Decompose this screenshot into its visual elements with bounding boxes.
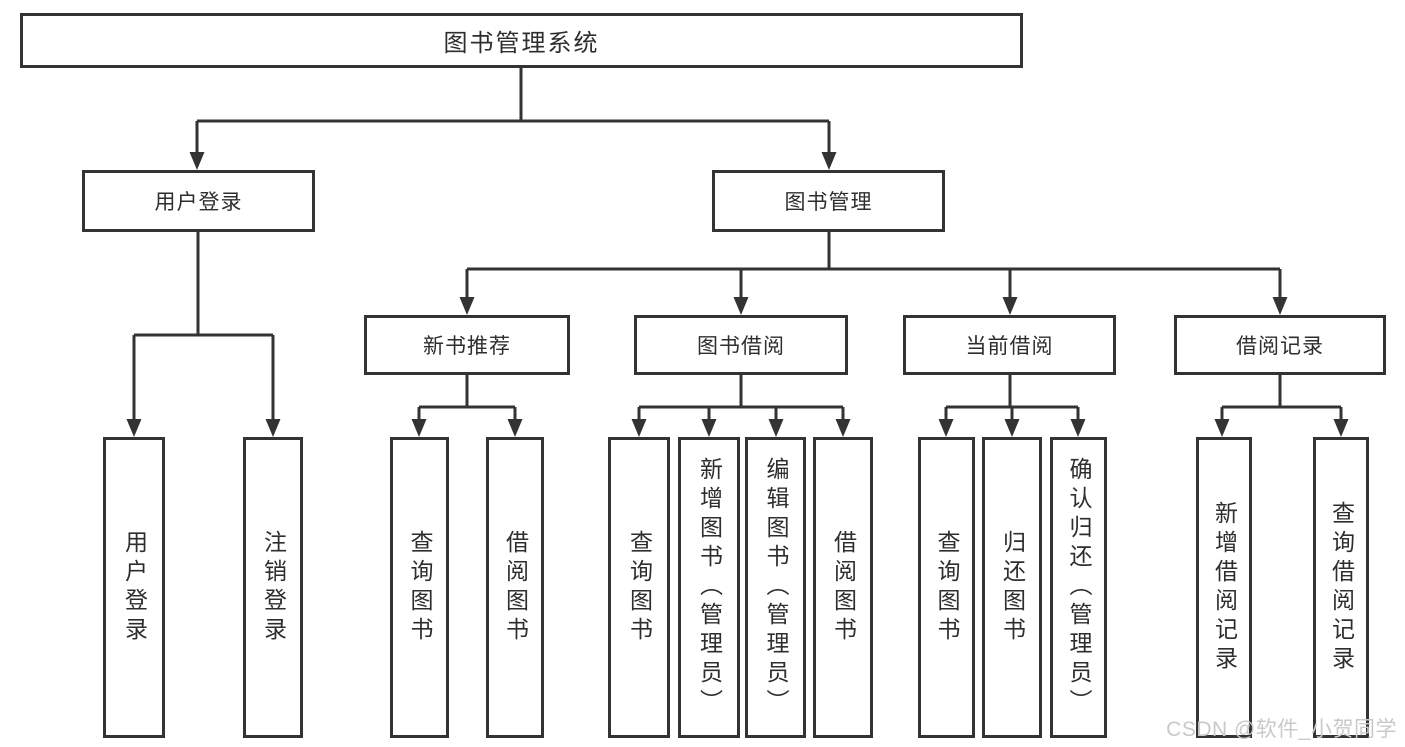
node-borrow-records: 借阅记录 (1174, 315, 1386, 375)
node-current-borrow-label: 当前借阅 (965, 335, 1054, 358)
leaf-record-add: 新增借阅记录 (1196, 437, 1252, 738)
node-new-book-recommend-label: 新书推荐 (423, 335, 511, 358)
node-book-borrow: 图书借阅 (634, 315, 848, 375)
leaf-record-query-label: 查询借阅记录 (1328, 500, 1355, 675)
leaf-borrow-book-label: 借阅图书 (830, 529, 857, 646)
node-book-borrow-label: 图书借阅 (697, 335, 785, 358)
leaf-borrow-query-label: 查询图书 (626, 529, 653, 646)
leaf-newbook-borrow-label: 借阅图书 (502, 529, 529, 646)
leaf-logout-label: 注销登录 (260, 529, 287, 646)
node-book-management: 图书管理 (712, 170, 945, 232)
leaf-confirm-return-admin: 确认归还（管理员） (1050, 437, 1107, 738)
leaf-logout: 注销登录 (243, 437, 303, 738)
leaf-borrow-edit-admin: 编辑图书（管理员） (745, 437, 806, 738)
node-root: 图书管理系统 (20, 13, 1023, 68)
leaf-current-query: 查询图书 (918, 437, 975, 738)
leaf-borrow-edit-admin-label: 编辑图书（管理员） (763, 457, 789, 718)
leaf-user-login: 用户登录 (103, 437, 165, 738)
leaf-newbook-query: 查询图书 (390, 437, 449, 738)
leaf-newbook-borrow: 借阅图书 (486, 437, 544, 738)
node-user-login-label: 用户登录 (154, 191, 243, 214)
leaf-newbook-query-label: 查询图书 (407, 529, 433, 646)
node-root-label: 图书管理系统 (443, 30, 600, 57)
leaf-borrow-query: 查询图书 (608, 437, 670, 738)
leaf-borrow-add-admin: 新增图书（管理员） (678, 437, 740, 738)
leaf-current-query-label: 查询图书 (934, 529, 960, 646)
arrowheads (126, 152, 1349, 437)
leaf-borrow-book: 借阅图书 (813, 437, 873, 738)
node-new-book-recommend: 新书推荐 (364, 315, 570, 375)
leaf-record-add-label: 新增借阅记录 (1211, 500, 1238, 675)
node-book-management-label: 图书管理 (784, 191, 873, 214)
leaf-user-login-label: 用户登录 (121, 529, 148, 646)
node-user-login: 用户登录 (82, 170, 315, 232)
leaf-return-book-label: 归还图书 (999, 529, 1026, 646)
node-borrow-records-label: 借阅记录 (1236, 335, 1324, 358)
leaf-confirm-return-admin-label: 确认归还（管理员） (1066, 457, 1092, 718)
leaf-return-book: 归还图书 (982, 437, 1042, 738)
watermark-text: CSDN @软件_小贺同学 (1166, 718, 1397, 741)
leaf-borrow-add-admin-label: 新增图书（管理员） (696, 457, 723, 718)
node-current-borrow: 当前借阅 (903, 315, 1116, 375)
connector-paths (132, 68, 1343, 420)
leaf-record-query: 查询借阅记录 (1313, 437, 1369, 738)
